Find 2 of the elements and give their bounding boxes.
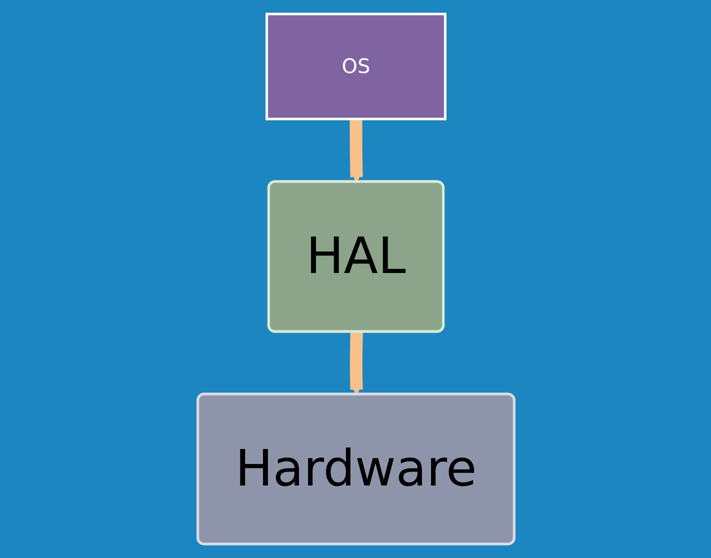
arrow [349,330,362,396]
node-box: OS [265,12,446,120]
